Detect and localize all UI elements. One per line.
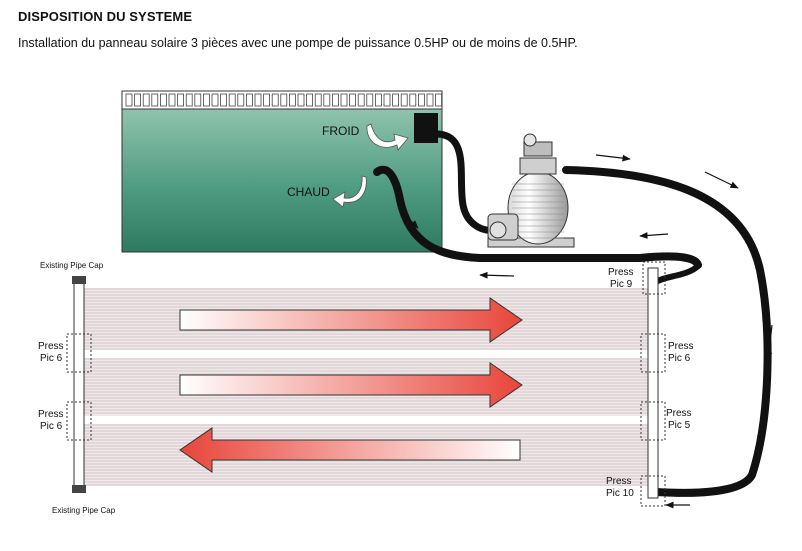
right-fitting-box-4 [640, 475, 666, 507]
pool-deck-tiles [121, 90, 443, 110]
panel-tubes [84, 288, 648, 486]
deck-tile [374, 93, 382, 107]
left-fitting-box-2 [66, 401, 92, 441]
page-title: DISPOSITION DU SYSTEME [18, 9, 193, 24]
deck-tile [288, 93, 296, 107]
hose-panel-to-pool [373, 165, 702, 269]
deck-tile [297, 93, 305, 107]
deck-tile [366, 93, 374, 107]
deck-tile [202, 93, 210, 107]
cold-label: FROID [322, 124, 360, 138]
flow-arrow-icon [704, 171, 739, 189]
deck-tile [185, 93, 193, 107]
deck-tile [426, 93, 434, 107]
pressure-gauge-icon [523, 133, 537, 147]
hoses [373, 130, 772, 497]
deck-tile [168, 93, 176, 107]
right-fitting-box-3 [640, 401, 666, 441]
deck-tile [417, 93, 425, 107]
solar-panel: Existing Pipe Cap Existing Pipe Cap Pres… [38, 261, 694, 515]
flow-arrow-icon [765, 324, 773, 361]
deck-tile [400, 93, 408, 107]
hose-pool-to-pump [434, 130, 498, 234]
deck-tile [271, 93, 279, 107]
hot-arrow-icon [332, 175, 367, 208]
heat-flow-arrow-right-1 [179, 297, 523, 343]
deck-tile [263, 93, 271, 107]
deck-tile [409, 93, 417, 107]
right-fitting-box-1 [642, 261, 666, 295]
deck-tile [323, 93, 331, 107]
heat-flow-arrow-left [179, 427, 521, 473]
deck-tile [142, 93, 150, 107]
hot-label: CHAUD [287, 185, 330, 199]
deck-tile [331, 93, 339, 107]
pump-inlet [489, 221, 507, 239]
top-pipe-cap-label: Existing Pipe Cap [40, 261, 104, 270]
deck-tile [245, 93, 253, 107]
deck-tile [151, 93, 159, 107]
pool: FROID CHAUD [121, 90, 443, 253]
pool-outlet-fitting [414, 113, 438, 143]
hose-pump-to-panel [562, 166, 772, 497]
deck-tile [435, 93, 443, 107]
deck-tile [340, 93, 348, 107]
flow-arrow-icon [595, 154, 631, 162]
hose-panel-inlet-stub [653, 263, 701, 285]
deck-tile [194, 93, 202, 107]
cold-arrow-icon [366, 123, 409, 151]
left-top-pipe-cap [72, 276, 86, 284]
page-subtitle: Installation du panneau solaire 3 pièces… [18, 36, 578, 50]
deck-tile [349, 93, 357, 107]
filter-tank-ribs [512, 183, 564, 239]
pool-water [121, 108, 443, 253]
left-header-pipe [73, 281, 85, 489]
flow-direction-arrows [403, 154, 773, 509]
left-fitting-box-1 [66, 333, 92, 373]
deck-tile [357, 93, 365, 107]
flow-arrow-icon [403, 213, 419, 229]
deck-tile [254, 93, 262, 107]
deck-tile [383, 93, 391, 107]
left-bottom-pipe-cap [72, 485, 86, 493]
deck-tile [314, 93, 322, 107]
deck-tile [228, 93, 236, 107]
deck-tile [306, 93, 314, 107]
bottom-pipe-cap-label: Existing Pipe Cap [52, 506, 116, 515]
deck-tile [177, 93, 185, 107]
flow-arrow-icon [479, 271, 515, 279]
deck-tile [211, 93, 219, 107]
filter-valve-body [519, 157, 557, 175]
deck-tile [392, 93, 400, 107]
deck-tile [159, 93, 167, 107]
heat-flow-arrow-right-2 [179, 362, 523, 408]
deck-tile [237, 93, 245, 107]
deck-tile [134, 93, 142, 107]
pump-filter [487, 133, 575, 248]
flow-arrow-icon [639, 232, 669, 239]
deck-tile [220, 93, 228, 107]
right-fitting-box-2 [640, 333, 666, 373]
deck-tile [280, 93, 288, 107]
right-header-pipe [647, 267, 659, 499]
deck-tile [125, 93, 133, 107]
